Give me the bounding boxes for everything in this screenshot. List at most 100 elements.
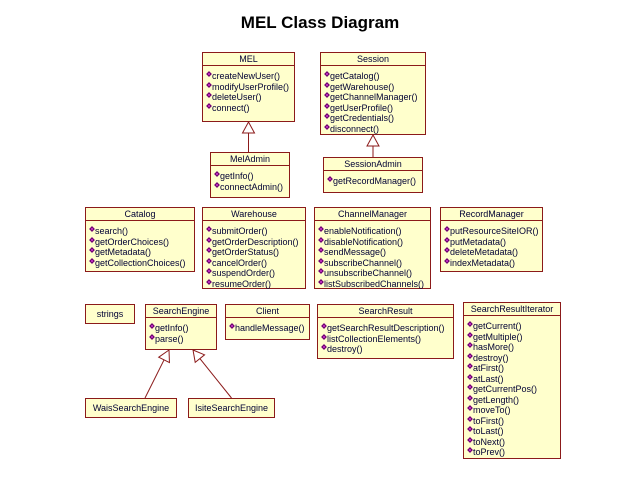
method-item: search() bbox=[89, 226, 194, 237]
method-name: parse() bbox=[155, 333, 184, 344]
method-item: deleteUser() bbox=[206, 92, 294, 103]
method-item: atLast() bbox=[467, 373, 560, 385]
method-item: getInfo() bbox=[149, 323, 216, 334]
method-name: enableNotification() bbox=[324, 226, 402, 236]
method-list: getCatalog()getWarehouse()getChannelMana… bbox=[321, 66, 425, 134]
method-marker-icon bbox=[89, 257, 95, 264]
method-name: connectAdmin() bbox=[220, 181, 284, 192]
method-marker-icon bbox=[214, 181, 220, 188]
method-list: search()getOrderChoices()getMetadata()ge… bbox=[86, 221, 194, 268]
method-name: handleMessage() bbox=[235, 323, 305, 333]
method-name: putResourceSiteIOR() bbox=[450, 226, 539, 236]
method-name: hasMore() bbox=[473, 342, 515, 352]
method-marker-icon bbox=[444, 226, 450, 232]
method-name: atLast() bbox=[473, 373, 504, 384]
method-marker-icon bbox=[324, 113, 330, 119]
method-name: getCredentials() bbox=[330, 113, 395, 123]
method-item: getInfo() bbox=[214, 171, 289, 182]
method-marker-icon bbox=[467, 415, 473, 422]
method-marker-icon bbox=[467, 436, 473, 443]
method-item: getOrderChoices() bbox=[89, 236, 194, 248]
inheritance-arrowhead-icon bbox=[157, 349, 170, 364]
class-sessionadmin[interactable]: SessionAdmin getRecordManager() bbox=[323, 157, 423, 193]
method-marker-icon bbox=[467, 447, 473, 453]
method-name: toLast() bbox=[473, 426, 504, 436]
method-marker-icon bbox=[149, 333, 155, 340]
method-item: getCurrent() bbox=[467, 321, 560, 332]
method-item: createNewUser() bbox=[206, 71, 294, 82]
method-list: handleMessage() bbox=[226, 318, 309, 334]
method-marker-icon bbox=[89, 236, 95, 243]
method-name: listCollectionElements() bbox=[327, 333, 422, 344]
method-name: modifyUserProfile() bbox=[212, 81, 290, 92]
method-list: getRecordManager() bbox=[324, 171, 422, 187]
class-name: SearchResult bbox=[318, 305, 453, 318]
method-name: getWarehouse() bbox=[330, 81, 395, 92]
method-item: getSearchResultDescription() bbox=[321, 323, 453, 334]
method-name: resumeOrder() bbox=[212, 278, 272, 289]
method-item: toFirst() bbox=[467, 415, 560, 427]
method-name: getOrderChoices() bbox=[95, 236, 170, 247]
class-searchresult[interactable]: SearchResult getSearchResultDescription()… bbox=[317, 304, 454, 359]
class-client[interactable]: Client handleMessage() bbox=[225, 304, 310, 340]
class-name: SearchEngine bbox=[146, 305, 216, 318]
generalization-line-isitesearchengine bbox=[199, 358, 232, 399]
method-marker-icon bbox=[324, 71, 330, 77]
method-name: disableNotification() bbox=[324, 236, 404, 247]
method-item: destroy() bbox=[467, 352, 560, 364]
class-name: Client bbox=[226, 305, 309, 318]
method-name: getUserProfile() bbox=[330, 102, 394, 113]
method-name: getOrderDescription() bbox=[212, 236, 299, 247]
method-marker-icon bbox=[321, 333, 327, 340]
method-marker-icon bbox=[444, 236, 450, 243]
method-name: disconnect() bbox=[330, 123, 380, 134]
method-name: getMetadata() bbox=[95, 247, 152, 257]
method-name: getInfo() bbox=[155, 323, 189, 333]
generalization-line-waissearchengine bbox=[144, 359, 165, 399]
class-strings[interactable]: strings bbox=[85, 304, 135, 324]
method-marker-icon bbox=[89, 247, 95, 253]
method-marker-icon bbox=[206, 102, 212, 109]
method-list: getInfo()connectAdmin() bbox=[211, 166, 289, 192]
method-name: destroy() bbox=[473, 352, 509, 363]
class-name: Catalog bbox=[86, 208, 194, 221]
class-isitesearchengine[interactable]: IsiteSearchEngine bbox=[188, 398, 275, 418]
class-searchengine[interactable]: SearchEngine getInfo()parse() bbox=[145, 304, 217, 350]
method-item: getOrderDescription() bbox=[206, 236, 305, 248]
method-marker-icon bbox=[467, 373, 473, 380]
method-item: subscribeChannel() bbox=[318, 258, 430, 269]
class-name: RecordManager bbox=[441, 208, 542, 221]
method-item: getCatalog() bbox=[324, 71, 425, 82]
method-marker-icon bbox=[206, 81, 212, 88]
class-name: SessionAdmin bbox=[324, 158, 422, 171]
method-item: toNext() bbox=[467, 436, 560, 448]
method-item: cancelOrder() bbox=[206, 258, 305, 269]
method-item: putMetadata() bbox=[444, 236, 542, 248]
method-item: getCurrentPos() bbox=[467, 384, 560, 395]
method-item: getWarehouse() bbox=[324, 81, 425, 93]
method-marker-icon bbox=[324, 123, 330, 130]
method-marker-icon bbox=[206, 226, 212, 232]
method-name: getMultiple() bbox=[473, 331, 523, 342]
method-marker-icon bbox=[321, 344, 327, 350]
class-channelmanager[interactable]: ChannelManager enableNotification()disabl… bbox=[314, 207, 431, 289]
method-marker-icon bbox=[467, 405, 473, 411]
method-name: deleteUser() bbox=[212, 92, 262, 102]
method-item: listCollectionElements() bbox=[321, 333, 453, 345]
method-name: search() bbox=[95, 226, 129, 236]
class-waissearchengine[interactable]: WaisSearchEngine bbox=[85, 398, 177, 418]
method-marker-icon bbox=[324, 92, 330, 98]
method-marker-icon bbox=[206, 71, 212, 77]
method-item: getRecordManager() bbox=[327, 176, 422, 187]
method-name: connect() bbox=[212, 102, 250, 113]
method-list: putResourceSiteIOR()putMetadata()deleteM… bbox=[441, 221, 542, 268]
class-name: ChannelManager bbox=[315, 208, 430, 221]
method-item: getUserProfile() bbox=[324, 102, 425, 114]
